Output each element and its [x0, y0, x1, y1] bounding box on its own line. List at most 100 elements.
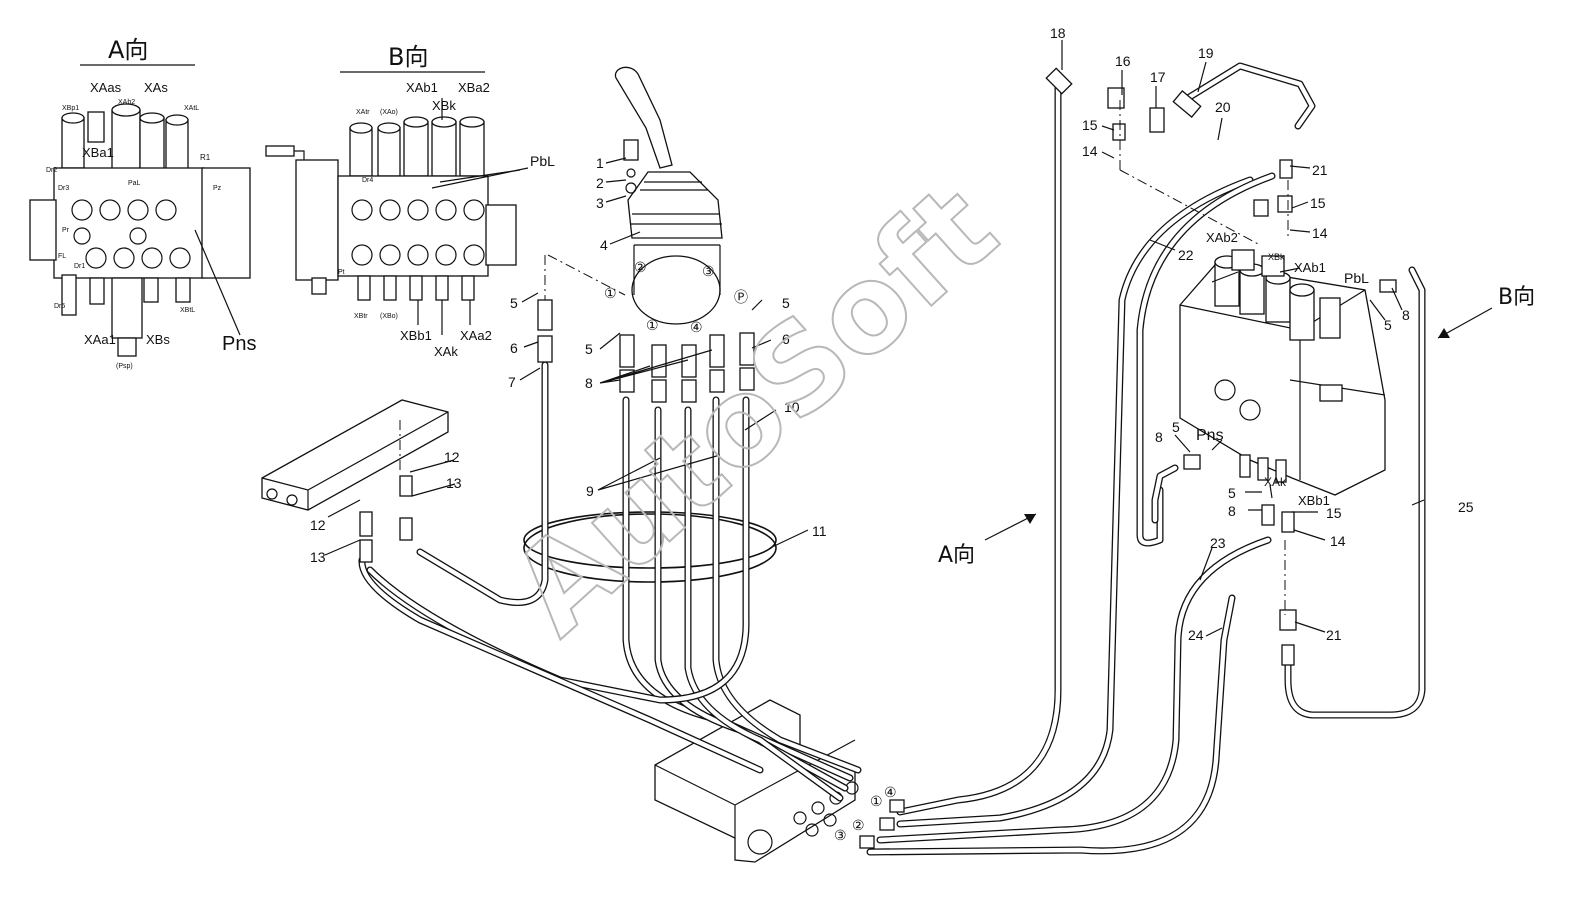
label-pbl-b: PbL: [530, 153, 555, 169]
hose-clamp-ring: [523, 511, 777, 583]
view-a-text: XAas XAs XBp1 XAb2 XAtL XBa1 R1 Dr2 PaL …: [46, 80, 256, 370]
label-xas: XAs: [144, 80, 168, 95]
label-xbb1-b: XBb1: [400, 328, 432, 343]
label-dr5: Dr5: [54, 303, 65, 310]
leader-lines: [324, 40, 1425, 637]
label-pt: Pt: [338, 269, 345, 276]
part-5-e: 5: [1172, 419, 1180, 435]
view-b-title: B向: [388, 43, 428, 71]
label-pz: Pz: [213, 185, 222, 192]
part-4: 4: [600, 237, 608, 253]
part-7: 7: [508, 374, 516, 390]
part-21-a: 21: [1312, 162, 1328, 178]
part-13-a: 13: [446, 475, 462, 491]
part-5-a: 5: [510, 295, 518, 311]
label-xaa2: XAa2: [460, 328, 492, 343]
label-xbk-r: XBk: [1268, 252, 1285, 262]
label-xak-r: XAk: [1264, 475, 1287, 489]
label-xao: (XAo): [380, 109, 398, 116]
part-number-labels: 1 2 3 4 5 6 7 5 8 5 6 10 9 11 12 13 12 1…: [310, 25, 1474, 643]
label-xaas: XAas: [90, 80, 122, 95]
label-xbp1: XBp1: [62, 105, 79, 112]
view-a-valve: A向: [29, 36, 251, 357]
part-25: 25: [1458, 499, 1474, 515]
label-pr: Pr: [62, 227, 70, 234]
part-15-a: 15: [1082, 117, 1098, 133]
part-3: 3: [596, 195, 604, 211]
part-8-d: 8: [1228, 503, 1236, 519]
view-b-text: XAb1 XBa2 XBk XAtr (XAo) PbL Dr4 Pt XBtr…: [338, 80, 555, 359]
part-14-c: 14: [1330, 533, 1346, 549]
part-12-b: 12: [310, 517, 326, 533]
part-9: 9: [586, 483, 594, 499]
a-arrow-label: A向: [938, 543, 975, 568]
lower-connector-block: [654, 699, 859, 863]
part-19: 19: [1198, 45, 1214, 61]
part-10: 10: [784, 399, 800, 415]
port-2-low: ②: [852, 817, 865, 833]
right-control-valve: [1179, 249, 1386, 496]
label-dr3: Dr3: [58, 185, 69, 192]
label-xbk-b: XBk: [432, 98, 456, 113]
port-4-low: ④: [884, 784, 897, 800]
label-dr2: Dr2: [46, 167, 57, 174]
label-xab2: XAb2: [118, 99, 135, 106]
part-20: 20: [1215, 99, 1231, 115]
label-xatl: XAtL: [184, 105, 199, 112]
port-1-mid: ①: [646, 317, 659, 333]
port-3-low: ③: [834, 827, 847, 843]
label-xab1-b: XAb1: [406, 80, 438, 95]
label-xab1-r: XAb1: [1294, 260, 1326, 275]
part-2: 2: [596, 175, 604, 191]
part-8-a: 8: [585, 375, 593, 391]
label-dr1: Dr1: [74, 263, 85, 270]
port-1-low: ①: [870, 793, 883, 809]
b-arrow-label: B向: [1498, 285, 1535, 310]
watermark: AutoSoft: [486, 159, 1022, 661]
part-17: 17: [1150, 69, 1166, 85]
part-18: 18: [1050, 25, 1066, 41]
part-24: 24: [1188, 627, 1204, 643]
part-6-a: 6: [510, 340, 518, 356]
label-pns-a: Pns: [222, 333, 256, 355]
view-a-title: A向: [108, 36, 148, 64]
port-3-top: ③: [702, 263, 715, 279]
part-11: 11: [812, 523, 827, 539]
part-1: 1: [596, 155, 604, 171]
part-8-c: 8: [1155, 429, 1163, 445]
part-14-a: 14: [1082, 143, 1098, 159]
part-5-c: 5: [782, 295, 790, 311]
part-13-b: 13: [310, 549, 326, 565]
part-15-c: 15: [1326, 505, 1342, 521]
port-p-top: Ⓟ: [734, 289, 748, 305]
label-fl: FL: [58, 253, 66, 260]
circled-port-marks: ① ② ③ Ⓟ ① ④ ④ ① ② ③: [604, 259, 897, 843]
part-8-b: 8: [1402, 307, 1410, 323]
port-2-top: ②: [634, 259, 647, 275]
part-6-b: 6: [782, 331, 790, 347]
view-b-valve: B向: [265, 43, 529, 335]
part-14-b: 14: [1312, 225, 1328, 241]
block-text: XAb2 XBk XAb1 PbL Pns XAk XBb1: [1196, 230, 1369, 508]
part-5-f: 5: [1228, 485, 1236, 501]
label-xbo: (XBo): [380, 313, 398, 320]
label-dr4: Dr4: [362, 177, 373, 184]
label-pns-r: Pns: [1196, 427, 1224, 444]
view-a-port-circles: [71, 199, 191, 269]
label-pbl-r: PbL: [1344, 270, 1369, 286]
label-xba1: XBa1: [82, 145, 114, 160]
label-xak-b: XAk: [434, 344, 458, 359]
port-1-top: ①: [604, 285, 617, 301]
part-5-b: 5: [585, 341, 593, 357]
label-xbtl: XBtL: [180, 307, 195, 314]
view-b-port-circles: [351, 199, 485, 266]
label-xba2: XBa2: [458, 80, 490, 95]
label-psp: (Psp): [116, 363, 133, 370]
manifold-block: [261, 399, 449, 511]
label-r1: R1: [200, 153, 211, 162]
hose-routing: [358, 62, 1426, 856]
fittings: [359, 67, 1397, 849]
part-5-d: 5: [1384, 317, 1392, 333]
part-16: 16: [1115, 53, 1131, 69]
